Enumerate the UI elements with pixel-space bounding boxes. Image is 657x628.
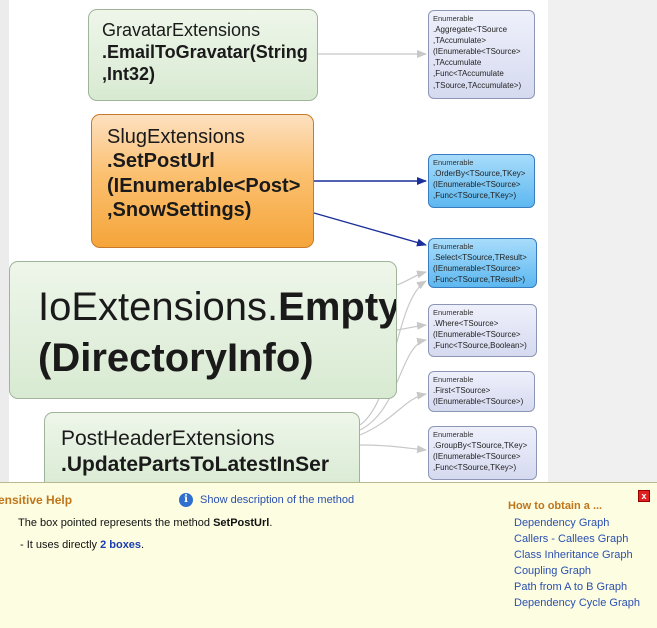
box-category: Enumerable [433,242,474,251]
edge-slug-select [313,212,427,247]
node-class-name: GravatarExtensions [102,20,261,40]
target-box-where[interactable]: Enumerable .Where<TSource> (IEnumerable<… [428,304,537,357]
link-callers-callees-graph[interactable]: Callers - Callees Graph [514,533,629,545]
sensitive-help-panel: Sensitive Help i Show description of the… [0,482,657,628]
box-category: Enumerable [433,14,474,23]
node-method-signature: Empty (DirectoryInfo) [38,285,397,381]
box-category: Enumerable [433,308,474,317]
node-class-name: SlugExtensions [107,126,245,148]
target-box-groupby[interactable]: Enumerable .GroupBy<TSource,TKey> (IEnum… [428,426,537,480]
target-box-first[interactable]: Enumerable .First<TSource> (IEnumerable<… [428,371,535,412]
how-to-obtain-title: How to obtain a ... [508,500,603,512]
desc-method-name: SetPostUrl [213,517,270,529]
link-dependency-cycle-graph[interactable]: Dependency Cycle Graph [514,597,640,609]
uses-prefix: - It uses directly [20,539,101,551]
link-dependency-graph[interactable]: Dependency Graph [514,517,610,529]
show-description-link[interactable]: Show description of the method [200,494,355,506]
uses-suffix: . [141,539,145,551]
edge-post-groupby [359,444,427,454]
node-class-name: IoExtensions. [38,285,279,329]
box-signature: .GroupBy<TSource,TKey> (IEnumerable<TSou… [433,441,528,473]
box-category: Enumerable [433,430,474,439]
graph-type-links: Dependency Graph Callers - Callees Graph… [514,517,640,613]
dependency-graph-canvas[interactable]: GravatarExtensions .EmailToGravatar(Stri… [0,0,548,482]
method-node-set-post-url-selected[interactable]: SlugExtensions .SetPostUrl (IEnumerable<… [91,114,314,248]
target-box-aggregate[interactable]: Enumerable .Aggregate<TSource ,TAccumula… [428,10,535,99]
box-signature: .First<TSource> (IEnumerable<TSource>) [433,386,524,407]
method-node-io-empty[interactable]: IoExtensions.Empty (DirectoryInfo) [9,261,397,399]
box-signature: .OrderBy<TSource,TKey> (IEnumerable<TSou… [433,169,526,201]
target-box-select[interactable]: Enumerable .Select<TSource,TResult> (IEn… [428,238,537,288]
info-icon[interactable]: i [179,493,193,507]
node-class-name: PostHeaderExtensions [61,427,275,450]
help-uses-line: - It uses directly 2 boxes. [20,539,144,551]
box-signature: .Select<TSource,TResult> (IEnumerable<TS… [433,253,527,285]
edge-post-first [359,391,427,436]
help-panel-title: Sensitive Help [0,493,73,507]
close-icon[interactable]: x [638,490,650,502]
box-category: Enumerable [433,158,474,167]
method-node-email-to-gravatar[interactable]: GravatarExtensions .EmailToGravatar(Stri… [88,9,318,101]
node-method-signature: .EmailToGravatar(String ,Int32) [102,41,308,84]
box-signature: .Where<TSource> (IEnumerable<TSource> ,F… [433,319,527,351]
link-coupling-graph[interactable]: Coupling Graph [514,565,592,577]
box-category: Enumerable [433,375,474,384]
desc-suffix: . [269,517,273,529]
method-node-update-parts[interactable]: PostHeaderExtensions .UpdatePartsToLates… [44,412,360,482]
edge-post-where [359,337,427,431]
canvas-right-gutter [548,0,657,482]
desc-prefix: The box pointed represents the method [18,517,214,529]
target-box-orderby[interactable]: Enumerable .OrderBy<TSource,TKey> (IEnum… [428,154,535,208]
canvas-left-margin [0,0,9,482]
node-method-signature: .UpdatePartsToLatestInSer [61,452,330,476]
node-method-signature: .SetPostUrl (IEnumerable<Post> ,SnowSett… [107,150,301,222]
link-path-a-to-b-graph[interactable]: Path from A to B Graph [514,581,628,593]
link-class-inheritance-graph[interactable]: Class Inheritance Graph [514,549,633,561]
help-description: The box pointed represents the method Se… [18,517,272,529]
box-signature: .Aggregate<TSource ,TAccumulate> (IEnume… [433,25,522,90]
uses-boxes-link[interactable]: 2 boxes [100,539,142,551]
edge-io-select [396,270,427,286]
